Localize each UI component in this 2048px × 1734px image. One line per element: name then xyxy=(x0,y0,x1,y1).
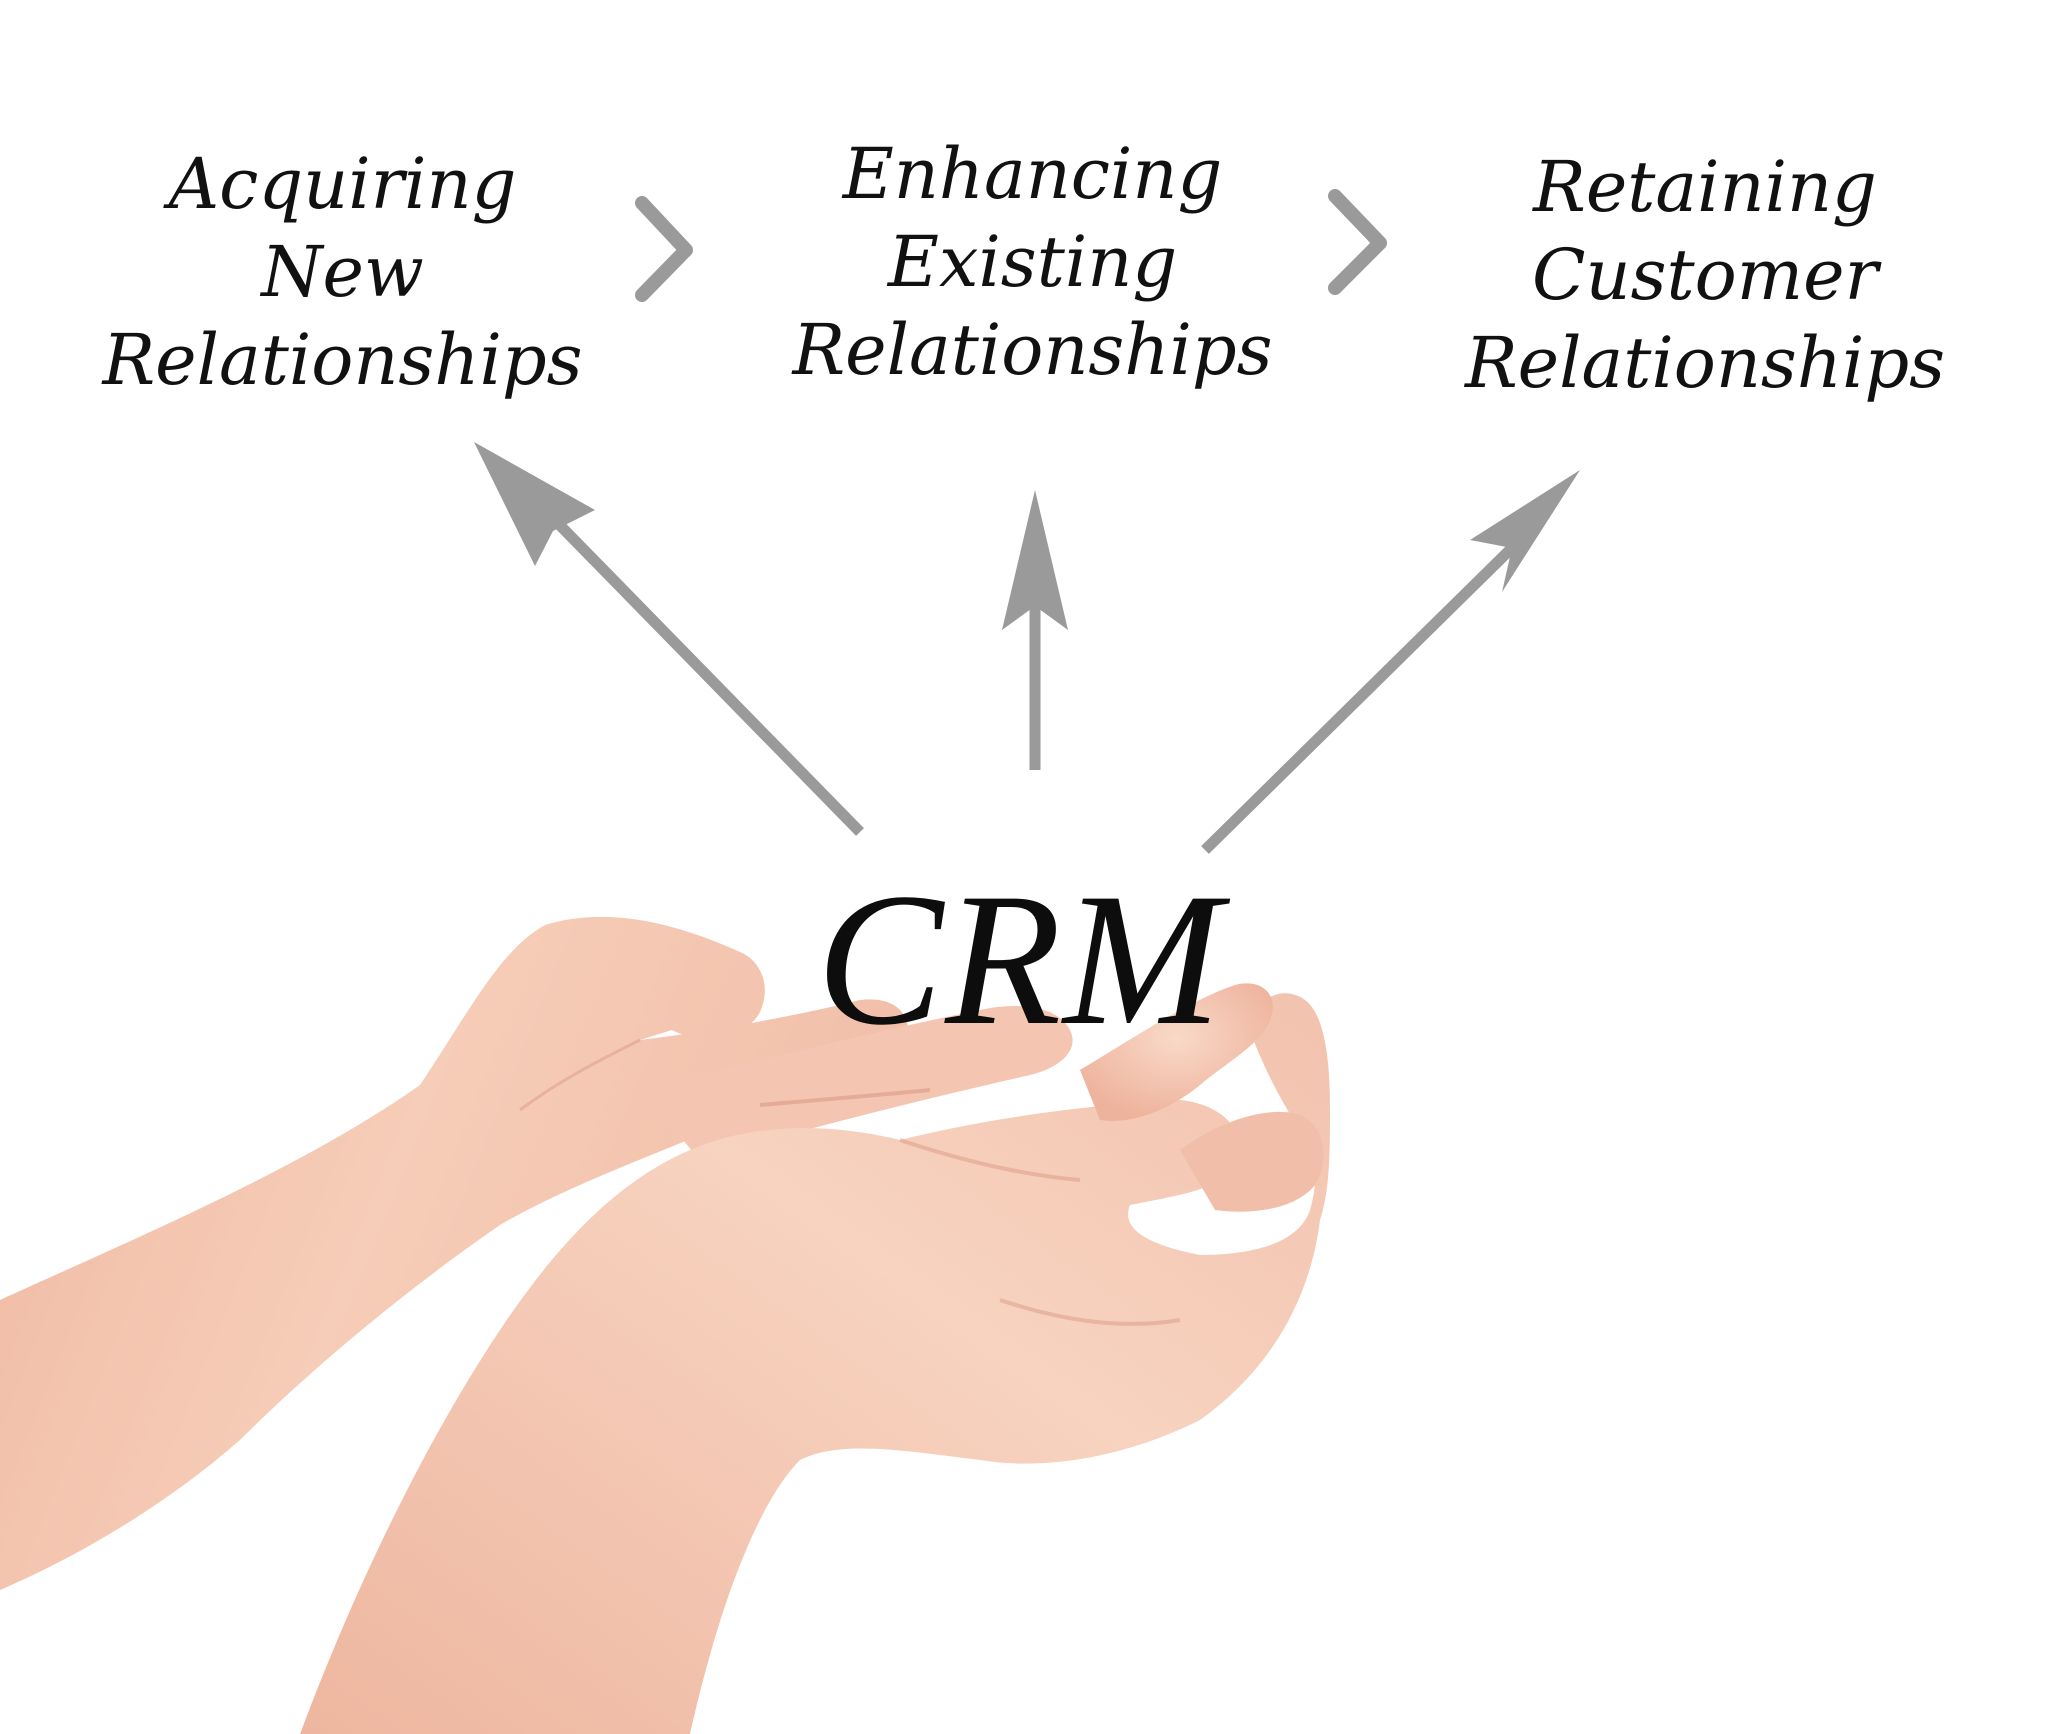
stage-enhancing-label: Enhancing Existing Relationships xyxy=(780,130,1285,394)
arrow-up-right-icon xyxy=(1201,470,1580,854)
stage-line: Relationships xyxy=(792,309,1273,391)
crm-title: CRM xyxy=(816,855,1224,1065)
stage-line: Existing xyxy=(887,221,1178,303)
arrow-up-icon xyxy=(1002,490,1068,770)
stage-line: Enhancing xyxy=(842,133,1223,215)
stage-acquiring-label: Acquiring New Relationships xyxy=(90,140,595,404)
arrow-up-left-icon xyxy=(474,442,864,836)
stage-line: Relationships xyxy=(102,319,583,401)
stage-retaining-label: Retaining Customer Relationships xyxy=(1445,143,1965,407)
stage-line: Relationships xyxy=(1464,322,1946,404)
stage-line: Acquiring xyxy=(168,143,517,225)
stage-line: Retaining xyxy=(1533,146,1877,228)
stage-line: Customer xyxy=(1531,234,1879,316)
stage-line: New xyxy=(261,231,424,313)
chevron-right-icon xyxy=(635,196,693,302)
cupped-hands-image xyxy=(0,916,1330,1734)
chevron-right-icon xyxy=(1328,189,1387,295)
